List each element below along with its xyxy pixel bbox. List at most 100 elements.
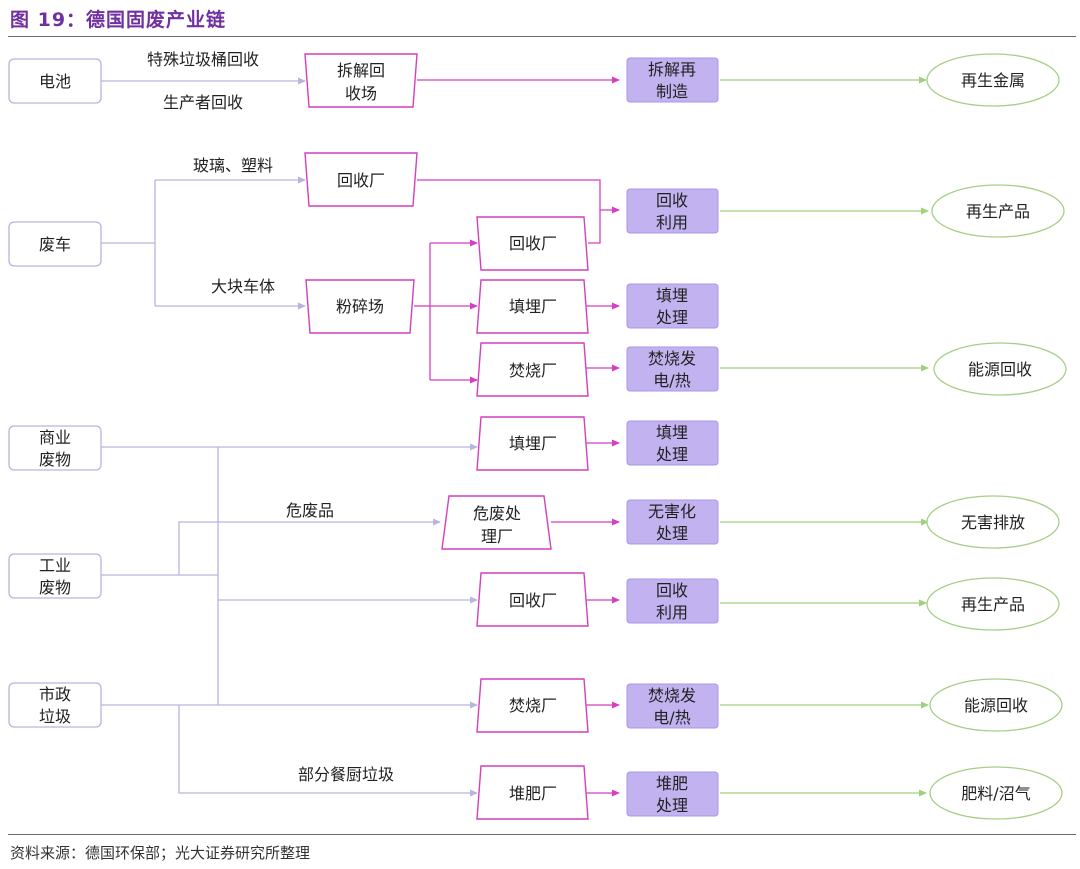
plant-dismantle-line1: 拆解回 <box>337 61 385 80</box>
process-incinerate-power-1: 焚烧发 电/热 <box>626 346 719 392</box>
process-compost-line1: 堆肥 <box>656 774 688 793</box>
plant-hazardous-line1: 危废处 <box>473 504 521 523</box>
process-dismantle-remake: 拆解再 制造 <box>626 57 719 103</box>
link-recycle2-merge <box>588 210 601 244</box>
plant-recycle-2: 回收厂 <box>476 216 589 271</box>
source-municipal-line2: 垃圾 <box>39 707 71 726</box>
connectors <box>101 76 929 797</box>
plant-incinerator-1-label: 焚烧厂 <box>509 361 557 380</box>
source-commercial-line2: 废物 <box>39 450 71 469</box>
link-car-trunk <box>101 180 156 306</box>
plant-recycle-3-label: 回收厂 <box>509 591 557 610</box>
outcome-harmless-label: 无害排放 <box>961 513 1025 532</box>
source-battery-label: 电池 <box>39 72 71 91</box>
outcome-renewed-product-2-label: 再生产品 <box>961 595 1025 614</box>
process-compost-line2: 处理 <box>656 796 688 815</box>
process-harmless-treat: 无害化 处理 <box>626 499 719 545</box>
outcome-nodes: 再生金属 再生产品 能源回收 无害排放 再生产品 能源回收 肥料/沼气 <box>926 53 1067 820</box>
source-commercial-line1: 商业 <box>39 428 71 447</box>
plant-landfill-1-label: 填埋厂 <box>509 297 557 316</box>
edge-label-car-body: 大块车体 <box>211 277 275 296</box>
outcome-renewed-product-1-label: 再生产品 <box>966 202 1030 221</box>
plant-dismantle-line2: 收场 <box>345 84 377 103</box>
edge-labels: 特殊垃圾桶回收 生产者回收 玻璃、塑料 大块车体 危废品 部分餐厨垃圾 <box>147 50 394 784</box>
plant-compost-label: 堆肥厂 <box>509 784 557 803</box>
outcome-renewed-product-2: 再生产品 <box>926 577 1060 631</box>
process-recycle-use-2: 回收 利用 <box>626 578 719 624</box>
process-landfill-treat-2: 填埋 处理 <box>626 420 719 466</box>
plant-landfill-2-label: 填埋厂 <box>509 434 557 453</box>
link-municipal-compost <box>178 705 478 797</box>
source-scrap-car-label: 废车 <box>39 235 71 254</box>
source-municipal-waste: 市政 垃圾 <box>8 682 102 728</box>
outcome-renewed-product-1: 再生产品 <box>931 184 1065 238</box>
plant-recycle-1-label: 回收厂 <box>337 171 385 190</box>
link-industrial-hazard <box>101 518 441 576</box>
process-recycle-use-1-line1: 回收 <box>656 191 688 210</box>
process-harmless-line1: 无害化 <box>648 502 696 521</box>
outcome-renewed-metal-label: 再生金属 <box>961 71 1025 90</box>
edge-label-kitchen-waste: 部分餐厨垃圾 <box>298 765 394 784</box>
process-power-2-line2: 电/热 <box>653 708 690 727</box>
process-recycle-use-1: 回收 利用 <box>626 188 719 234</box>
plant-nodes: 拆解回 收场 回收厂 粉碎场 回收厂 填埋厂 焚烧厂 填埋厂 危废 <box>304 53 589 820</box>
plant-landfill-2: 填埋厂 <box>476 416 589 471</box>
outcome-fertilizer-biogas: 肥料/沼气 <box>929 766 1063 820</box>
outcome-energy-recovery-1: 能源回收 <box>933 342 1067 396</box>
plant-compost: 堆肥厂 <box>476 765 589 820</box>
outcome-energy-recovery-2: 能源回收 <box>929 678 1063 732</box>
plant-shredder-label: 粉碎场 <box>336 297 384 316</box>
plant-recycle-1: 回收厂 <box>304 152 418 207</box>
process-dismantle-line1: 拆解再 <box>648 60 696 79</box>
process-landfill-1-line1: 填埋 <box>656 286 688 305</box>
process-landfill-2-line2: 处理 <box>656 445 688 464</box>
plant-incinerator-2: 焚烧厂 <box>476 678 589 733</box>
outcome-energy-2-label: 能源回收 <box>964 696 1028 715</box>
source-nodes: 电池 废车 商业 废物 工业 废物 市政 垃圾 <box>8 58 102 728</box>
plant-recycle-2-label: 回收厂 <box>509 234 557 253</box>
edge-label-hazardous: 危废品 <box>286 501 334 520</box>
outcome-harmless-emission: 无害排放 <box>926 495 1060 549</box>
source-municipal-line1: 市政 <box>39 685 71 704</box>
title-divider <box>8 36 1076 37</box>
figure-title: 图 19：德国固废产业链 <box>10 9 227 31</box>
process-dismantle-line2: 制造 <box>656 82 688 101</box>
plant-recycle-3: 回收厂 <box>476 572 589 627</box>
plant-shredder: 粉碎场 <box>305 279 415 334</box>
process-power-2-line1: 焚烧发 <box>648 686 696 705</box>
outcome-fertilizer-label: 肥料/沼气 <box>961 784 1030 803</box>
source-industrial-waste: 工业 废物 <box>8 553 102 599</box>
outcome-renewed-metal: 再生金属 <box>926 53 1060 107</box>
source-industrial-line2: 废物 <box>39 578 71 597</box>
plant-hazardous: 危废处 理厂 <box>441 495 552 550</box>
process-recycle-use-1-line2: 利用 <box>656 213 688 232</box>
footer-divider <box>8 834 1076 835</box>
process-harmless-line2: 处理 <box>656 524 688 543</box>
plant-incinerator-1: 焚烧厂 <box>476 342 589 397</box>
outcome-energy-1-label: 能源回收 <box>968 360 1032 379</box>
link-recycle1-merge <box>417 179 601 210</box>
source-battery: 电池 <box>8 58 102 104</box>
source-note: 资料来源：德国环保部；光大证券研究所整理 <box>10 844 311 862</box>
process-nodes: 拆解再 制造 回收 利用 填埋 处理 焚烧发 电/热 填埋 处理 无害化 处理 <box>626 57 719 817</box>
source-scrap-car: 废车 <box>8 221 102 267</box>
edge-label-glass-plastic: 玻璃、塑料 <box>193 156 273 175</box>
process-landfill-treat-1: 填埋 处理 <box>626 283 719 329</box>
source-commercial-waste: 商业 废物 <box>8 425 102 471</box>
process-landfill-1-line2: 处理 <box>656 308 688 327</box>
process-recycle-use-2-line2: 利用 <box>656 603 688 622</box>
process-landfill-2-line1: 填埋 <box>656 423 688 442</box>
edge-label-special-bin: 特殊垃圾桶回收 <box>147 50 259 69</box>
process-incinerate-power-2: 焚烧发 电/热 <box>626 683 719 729</box>
process-power-1-line1: 焚烧发 <box>648 349 696 368</box>
source-industrial-line1: 工业 <box>39 556 71 575</box>
process-power-1-line2: 电/热 <box>653 371 690 390</box>
process-recycle-use-2-line1: 回收 <box>656 581 688 600</box>
plant-landfill-1: 填埋厂 <box>476 279 589 334</box>
plant-dismantle-recycle: 拆解回 收场 <box>304 53 418 108</box>
process-compost-treat: 堆肥 处理 <box>626 771 719 817</box>
plant-hazardous-line2: 理厂 <box>481 527 513 546</box>
plant-incinerator-2-label: 焚烧厂 <box>509 696 557 715</box>
edge-label-producer: 生产者回收 <box>163 93 243 112</box>
